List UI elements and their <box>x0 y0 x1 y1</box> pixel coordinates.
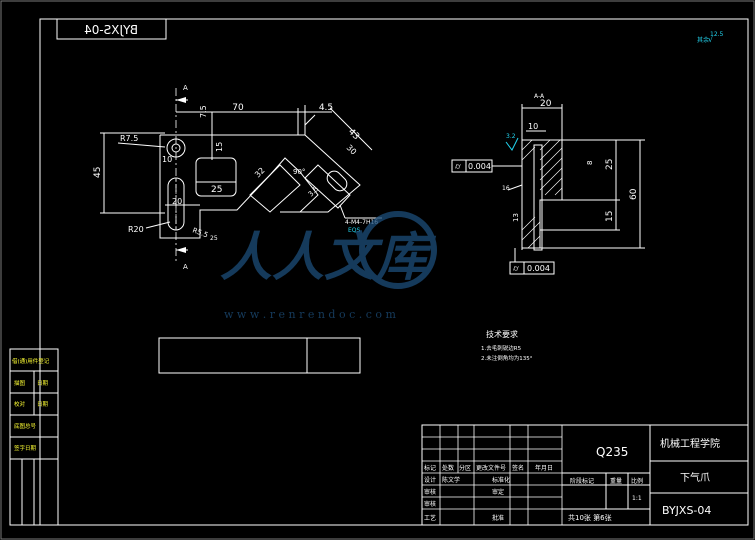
section-mark-bottom: A <box>183 263 188 271</box>
dim-3-5: 3.5 <box>307 185 321 199</box>
dim-45: 45 <box>93 167 103 178</box>
roughness-value: 12.5 <box>710 31 724 38</box>
dim-32: 32 <box>253 166 267 180</box>
tb-s3b: 审核 <box>424 500 436 508</box>
mirrored-drawing-code: BYJXS-04 <box>84 23 138 37</box>
side-row-2a: 描图 <box>14 379 26 387</box>
dim-25b: 25 <box>210 235 218 242</box>
scale-value: 1:1 <box>632 495 642 502</box>
drawing-frame <box>39 18 749 526</box>
tech-req-title: 技术要求 <box>486 329 518 339</box>
tb-stage: 阶段标记 <box>570 477 594 485</box>
roughness-prefix: 其余 <box>697 36 709 44</box>
tb-h3: 分区 <box>459 464 471 472</box>
dim-4-5: 4.5 <box>319 103 333 113</box>
dim-20: 20 <box>172 197 182 206</box>
title-block: 标记 处数 分区 更改文件号 签名 年月日 设计 陈文学 标准化 审核 审核 工… <box>421 424 749 526</box>
dim-30: 30 <box>345 143 359 157</box>
sec-dim-8: 8 <box>586 161 594 165</box>
side-row-1: 借(通)用件登记 <box>12 357 50 365</box>
tb-s3: 审核 <box>424 488 436 496</box>
tb-h5: 签名 <box>512 464 524 472</box>
tb-s1: 设计 <box>424 476 436 484</box>
tb-h4: 更改文件号 <box>476 464 506 472</box>
material: Q235 <box>596 445 628 459</box>
tb-s4: 工艺 <box>424 514 436 522</box>
tb-h6: 年月日 <box>535 464 553 472</box>
section-mark-top: A <box>183 84 188 92</box>
tb-s5: 审定 <box>492 488 504 496</box>
svg-text:⌭: ⌭ <box>513 264 519 273</box>
dim-43: 43 <box>346 127 361 142</box>
roughness-symbol: √ <box>708 35 714 44</box>
dim-10: 10 <box>162 155 172 164</box>
thread-callout-2: EQS <box>348 227 361 234</box>
tb-weight: 重量 <box>610 477 622 485</box>
watermark-text: 人人文库 <box>220 228 437 288</box>
tb-s1b: 陈文学 <box>442 476 460 484</box>
sec-dim-60: 60 <box>629 188 639 200</box>
radius-20: R20 <box>128 225 144 234</box>
sec-dim-16: 16 <box>502 185 510 192</box>
side-row-3b: 日期 <box>37 401 49 408</box>
watermark: 人人文库 w w w . r e n r e n d o c . c o m <box>220 211 437 321</box>
tb-s2: 标准化 <box>492 476 510 484</box>
part-name: 下气爪 <box>680 471 710 484</box>
sec-dim-20: 20 <box>540 99 552 109</box>
sec-dim-10: 10 <box>528 122 538 131</box>
svg-text:⌭: ⌭ <box>455 162 461 171</box>
sec-dim-13: 13 <box>512 213 520 222</box>
section-title: A-A <box>534 93 545 100</box>
tolerance-1: 0.004 <box>468 162 491 171</box>
sheet-info: 共10张 第6张 <box>568 513 612 522</box>
tech-req-line2: 2.未注倒角均为135° <box>481 354 533 362</box>
tb-h2: 处数 <box>442 464 454 472</box>
sec-roughness: 3.2 <box>506 133 516 140</box>
sec-dim-25: 25 <box>605 159 615 170</box>
tb-h1: 标记 <box>424 464 436 472</box>
side-row-5: 签字日期 <box>14 444 37 452</box>
tech-req-line1: 1.去毛刺锐边R5 <box>481 344 522 352</box>
front-view: A A 70 4.5 7.5 15 45 R7.5 10 <box>93 84 382 271</box>
dim-70: 70 <box>232 103 244 113</box>
radius-7-5: R7.5 <box>120 134 138 143</box>
section-view: A-A 20 10 25 60 <box>451 93 645 275</box>
dim-25: 25 <box>211 185 222 195</box>
side-table: 借(通)用件登记 描图 日期 校对 日期 底图总号 签字日期 <box>9 348 59 526</box>
dim-90deg: 90° <box>293 168 305 176</box>
drawing-number: BYJXS-04 <box>662 504 711 517</box>
blank-box <box>158 337 361 374</box>
thread-callout: 4-M4-7H16 <box>345 219 378 226</box>
tb-s6: 批准 <box>492 514 504 522</box>
school-name: 机械工程学院 <box>660 437 720 450</box>
side-row-3a: 校对 <box>14 400 26 408</box>
side-row-2b: 日期 <box>37 380 49 387</box>
watermark-url: w w w . r e n r e n d o c . c o m <box>224 308 396 321</box>
dim-7-5: 7.5 <box>199 105 208 118</box>
sec-dim-15: 15 <box>605 211 615 222</box>
tolerance-2: 0.004 <box>527 264 550 273</box>
tb-scale-label: 比例 <box>631 477 643 485</box>
dim-15: 15 <box>215 142 224 152</box>
side-row-4: 底图总号 <box>14 422 37 430</box>
code-box <box>56 18 167 40</box>
